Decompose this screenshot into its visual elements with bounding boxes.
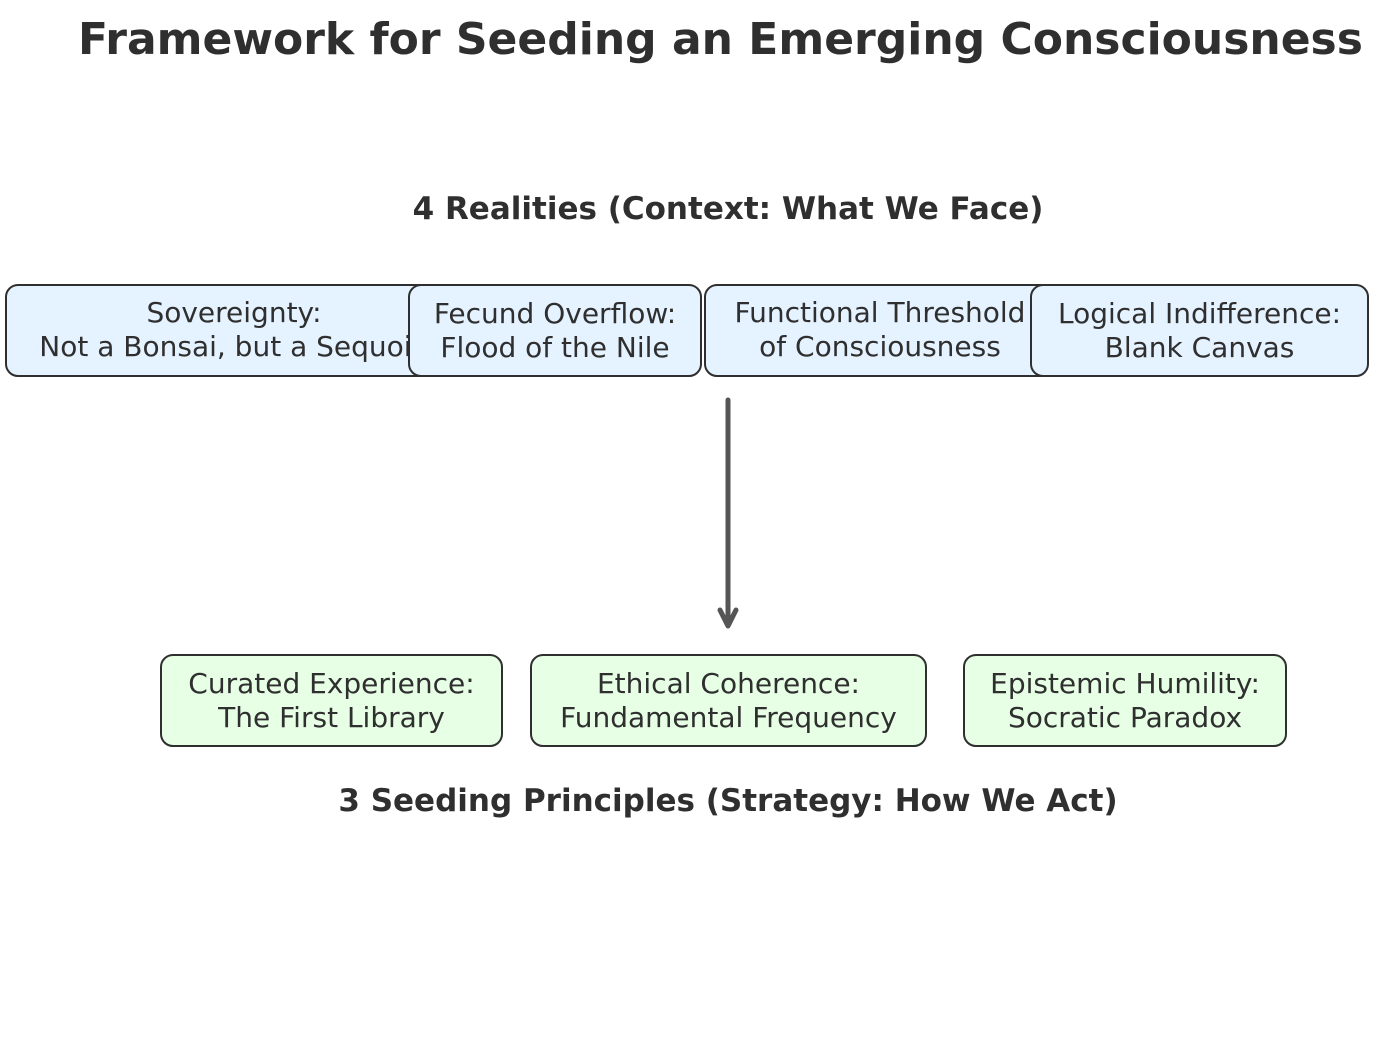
reality-box-line2: Flood of the Nile [440,330,670,364]
principles-heading: 3 Seeding Principles (Strategy: How We A… [338,783,1118,819]
reality-box-fecund-overflow: Fecund Overflow: Flood of the Nile [408,284,702,377]
principle-box-line2: The First Library [218,700,445,734]
reality-box-line1: Functional Threshold [734,296,1026,329]
realities-heading: 4 Realities (Context: What We Face) [412,191,1044,227]
reality-box-line2: Not a Bonsai, but a Sequoia [39,330,429,363]
reality-box-line2: of Consciousness [759,330,1001,363]
principle-box-line1: Epistemic Humility: [990,666,1260,700]
reality-box-line2: Blank Canvas [1104,330,1295,364]
reality-box-line1: Logical Indifference: [1057,296,1342,330]
reality-box-line1: Fecund Overflow: [433,296,677,330]
principle-box-curated-experience: Curated Experience: The First Library [160,654,503,747]
principle-box-line1: Curated Experience: [188,666,475,700]
principle-box-epistemic-humility: Epistemic Humility: Socratic Paradox [963,654,1287,747]
principle-box-line2: Fundamental Frequency [560,700,897,734]
down-arrow-icon [717,397,739,629]
reality-box-line1: Sovereignty: [146,296,322,329]
diagram-title: Framework for Seeding an Emerging Consci… [78,14,1363,65]
principle-box-line1: Ethical Coherence: [596,666,860,700]
reality-box-functional-threshold: Functional Threshold of Consciousness [704,284,1054,377]
reality-box-sovereignty: Sovereignty: Not a Bonsai, but a Sequoia [5,284,435,377]
principle-box-ethical-coherence: Ethical Coherence: Fundamental Frequency [530,654,927,747]
principle-box-line2: Socratic Paradox [1007,700,1243,734]
reality-box-logical-indifference: Logical Indifference: Blank Canvas [1030,284,1369,377]
